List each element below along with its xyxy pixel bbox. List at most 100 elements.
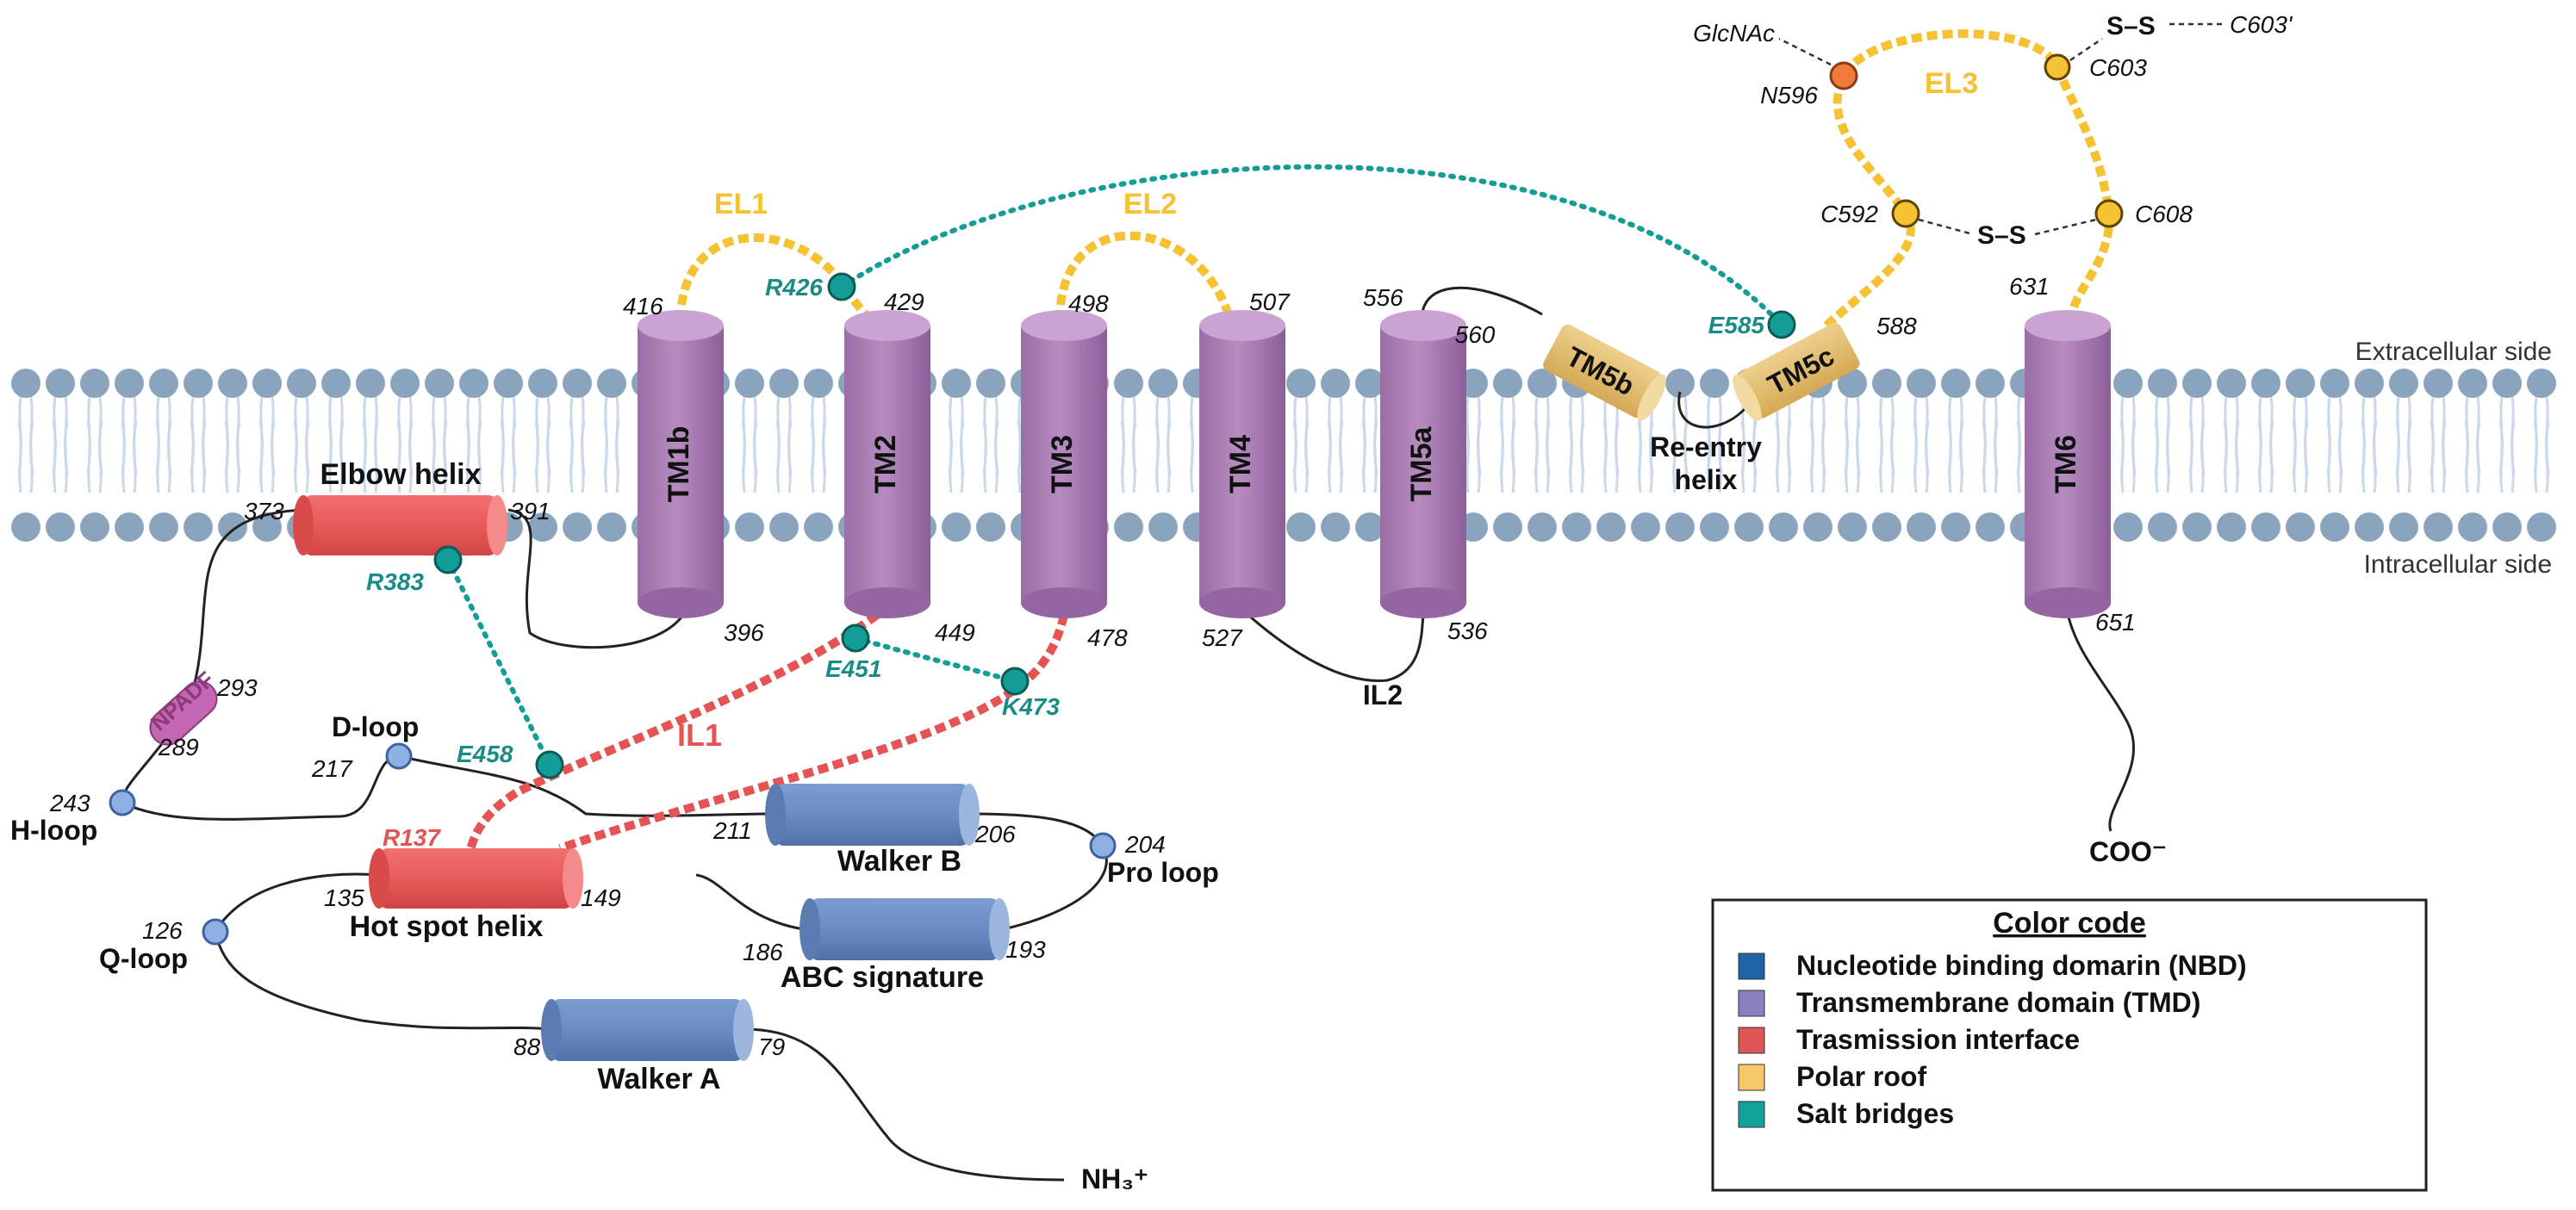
c603-dot bbox=[2044, 53, 2071, 81]
dloop-walkerb-link bbox=[398, 754, 776, 817]
legend-item: Salt bridges bbox=[1738, 1098, 1954, 1129]
proloop-number: 204 bbox=[1124, 831, 1166, 858]
dloop-dot bbox=[385, 742, 413, 770]
lipid-head-top bbox=[80, 369, 109, 398]
lipid-head-bottom bbox=[1872, 512, 1901, 542]
tm1b-bottom-number: 396 bbox=[724, 619, 764, 646]
lipid-head-top bbox=[2148, 369, 2177, 398]
tm5a-bottom-number: 536 bbox=[1447, 617, 1488, 644]
tm6-cterm-link bbox=[2066, 612, 2135, 832]
el3-dashed-links bbox=[1778, 22, 2223, 236]
lipid-head-bottom bbox=[2182, 512, 2212, 542]
qloop-number: 126 bbox=[142, 917, 183, 944]
tm1b-elbow-link bbox=[507, 508, 685, 649]
abc-signature-label: ABC signature bbox=[781, 961, 984, 994]
c592-label: C592 bbox=[1820, 201, 1878, 227]
tm5c-end-number: 588 bbox=[1876, 313, 1917, 339]
n596-dot bbox=[1829, 61, 1858, 90]
lipid-head-top bbox=[390, 369, 420, 398]
walker-b-start-number: 211 bbox=[712, 817, 752, 844]
walker-b-end-number: 206 bbox=[974, 821, 1016, 847]
lipid-head-top bbox=[735, 369, 764, 398]
e458-dot bbox=[535, 750, 564, 779]
proloop-label: Pro loop bbox=[1107, 857, 1219, 888]
hloop-dloop-link bbox=[121, 754, 400, 821]
lipid-head-bottom bbox=[2424, 512, 2453, 542]
legend-item: Polar roof bbox=[1738, 1061, 1926, 1092]
legend-swatch bbox=[1738, 1064, 1765, 1091]
walker-b-helix bbox=[765, 784, 980, 846]
motif-dots bbox=[109, 742, 1117, 946]
n-terminus-label: NH₃⁺ bbox=[1081, 1163, 1148, 1194]
lipid-head-bottom bbox=[2148, 512, 2177, 542]
lipid-head-top bbox=[2355, 369, 2384, 398]
lipid-head-bottom bbox=[1562, 512, 1591, 542]
hotspot-end-number: 149 bbox=[581, 884, 621, 911]
lipid-head-bottom bbox=[218, 512, 247, 542]
lipid-head-bottom bbox=[1596, 512, 1626, 542]
npadf-end-number: 289 bbox=[158, 734, 199, 760]
lipid-head-top bbox=[563, 369, 592, 398]
el1-label: EL1 bbox=[714, 188, 768, 220]
extracellular-side-label: Extracellular side bbox=[2355, 338, 2552, 366]
lipid-head-bottom bbox=[563, 512, 592, 542]
lipid-head-bottom bbox=[115, 512, 144, 542]
lipid-head-bottom bbox=[2286, 512, 2315, 542]
lipid-head-top bbox=[2217, 369, 2246, 398]
abc-start-number: 186 bbox=[743, 939, 783, 965]
walker-a-start-number: 88 bbox=[513, 1033, 541, 1060]
lipid-head-top bbox=[252, 369, 282, 398]
lipid-head-top bbox=[1286, 369, 1316, 398]
glcnac-label: GlcNAc bbox=[1693, 20, 1775, 47]
abc-end-number: 193 bbox=[1005, 936, 1046, 963]
tm5b-tm5c-link bbox=[1677, 391, 1746, 429]
lipid-head-bottom bbox=[1148, 512, 1178, 542]
tm3-top-number: 498 bbox=[1068, 290, 1109, 317]
elbow-npadf-link bbox=[190, 508, 304, 697]
tm3-bottom-number: 478 bbox=[1087, 624, 1128, 651]
walker-a-end-number: 79 bbox=[758, 1033, 785, 1060]
c603-label: C603 bbox=[2089, 54, 2147, 81]
el2-label: EL2 bbox=[1123, 188, 1177, 220]
c592-dot bbox=[1891, 199, 1920, 228]
lipid-head-top bbox=[2251, 369, 2280, 398]
hotspot-helix bbox=[369, 848, 583, 909]
il1-left-strand bbox=[465, 611, 880, 854]
tm6-bottom-number: 651 bbox=[2095, 609, 2136, 636]
intracellular-side-label: Intracellular side bbox=[2364, 550, 2552, 579]
lipid-head-bottom bbox=[769, 512, 799, 542]
el3-label: EL3 bbox=[1925, 67, 1978, 100]
lipid-head-bottom bbox=[252, 512, 282, 542]
tm3-label: TM3 bbox=[1046, 435, 1079, 493]
lipid-head-top bbox=[2113, 369, 2143, 398]
elbow-end-number: 391 bbox=[510, 498, 551, 524]
lipid-head-bottom bbox=[1976, 512, 2005, 542]
lipid-head-top bbox=[942, 369, 971, 398]
reentry-line1: Re-entry bbox=[1650, 431, 1762, 462]
lipid-head-bottom bbox=[2113, 512, 2143, 542]
c608-dot bbox=[2094, 199, 2124, 228]
lipid-head-top bbox=[2286, 369, 2315, 398]
legend-item-label: Nucleotide binding domarin (NBD) bbox=[1796, 950, 2247, 981]
lipid-head-bottom bbox=[1493, 512, 1522, 542]
lipid-head-top bbox=[459, 369, 488, 398]
c603-prime-label: C603' bbox=[2230, 11, 2293, 38]
qloop-walkera-link bbox=[214, 931, 552, 1031]
legend-box bbox=[1711, 898, 2428, 1192]
r426-dot bbox=[827, 272, 856, 301]
elbow-helix-label: Elbow helix bbox=[320, 458, 481, 491]
il1-right-strand bbox=[558, 613, 1068, 853]
legend-item-label: Trasmission interface bbox=[1796, 1024, 2080, 1055]
color-legend: Color code Nucleotide binding domarin (N… bbox=[1711, 898, 2428, 1192]
npadf-start-number: 293 bbox=[216, 674, 258, 701]
tm1b-top-number: 416 bbox=[623, 293, 663, 320]
c608-label: C608 bbox=[2135, 201, 2193, 227]
walker-a-label: Walker A bbox=[598, 1063, 721, 1095]
legend-items: Nucleotide binding domarin (NBD)Transmem… bbox=[1738, 950, 2247, 1129]
lipid-head-top bbox=[321, 369, 351, 398]
lipid-head-bottom bbox=[1631, 512, 1660, 542]
k473-dot bbox=[1000, 667, 1030, 696]
lipid-head-bottom bbox=[2355, 512, 2384, 542]
lipid-head-top bbox=[1976, 369, 2005, 398]
